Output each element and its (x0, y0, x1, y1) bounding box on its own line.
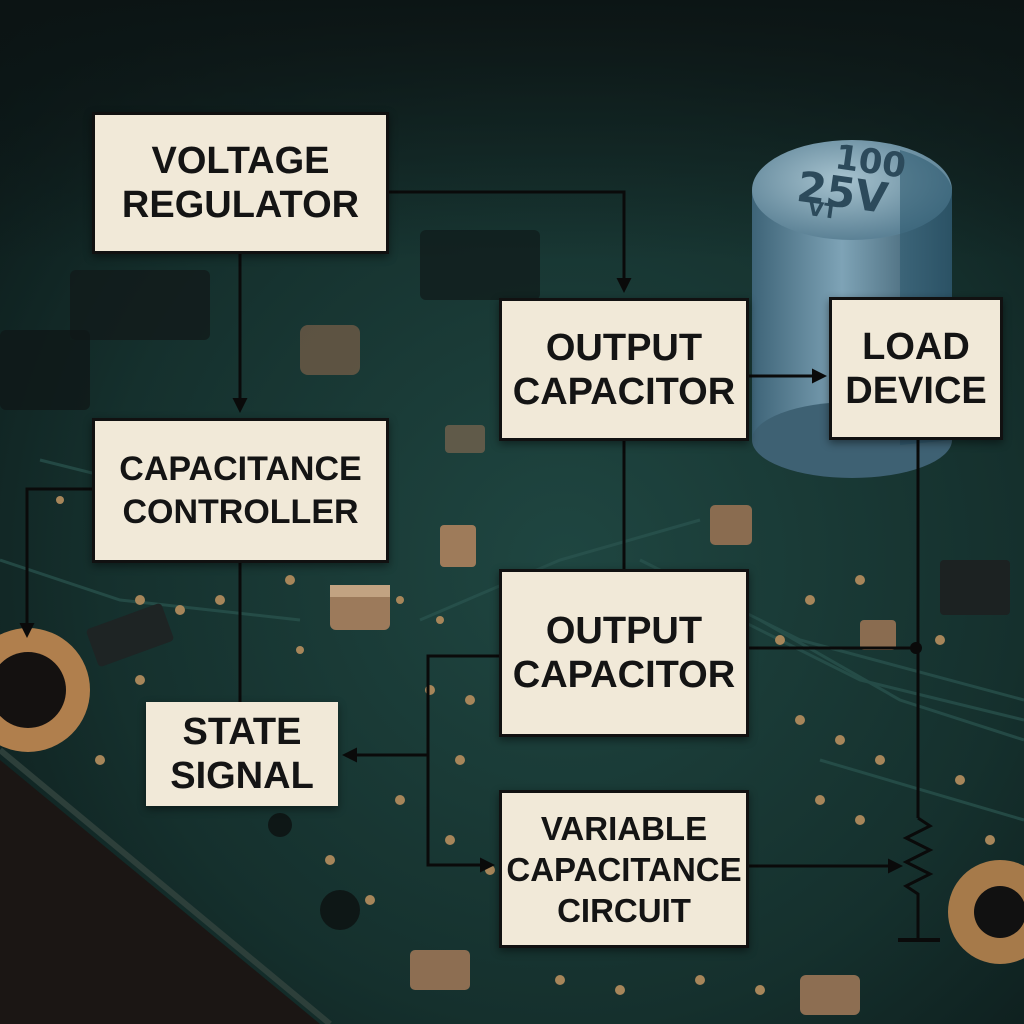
load-device-line1: LOAD (862, 325, 970, 368)
output-capacitor-top-line1: OUTPUT (545, 326, 703, 369)
output-capacitor-top-block: OUTPUT CAPACITOR (499, 298, 749, 441)
variable-capacitance-line2: CAPACITANCE (506, 850, 742, 888)
load-device-line2: DEVICE (845, 369, 987, 412)
variable-capacitance-circuit-block: VARIABLE CAPACITANCE CIRCUIT (499, 790, 749, 948)
variable-capacitance-line1: VARIABLE (540, 809, 708, 847)
capacitance-controller-line2: CONTROLLER (122, 492, 359, 531)
voltage-regulator-block: VOLTAGE REGULATOR (92, 112, 389, 254)
capacitance-controller-line1: CAPACITANCE (119, 449, 362, 488)
wire-controller-to-board (19, 487, 94, 638)
potentiometer-symbol (902, 816, 934, 940)
wire-output-capacitor-branch (426, 654, 500, 873)
junction-node (910, 642, 922, 654)
output-capacitor-bottom-block: OUTPUT CAPACITOR (499, 569, 749, 737)
state-signal-block: STATE SIGNAL (146, 702, 338, 806)
capacitance-controller-block: CAPACITANCE CONTROLLER (92, 418, 389, 563)
voltage-regulator-line1: VOLTAGE (151, 140, 330, 182)
output-capacitor-top-line2: CAPACITOR (512, 370, 736, 413)
wire-regulator-to-output-capacitor (388, 190, 632, 293)
output-capacitor-bottom-line2: CAPACITOR (512, 654, 736, 696)
voltage-regulator-line2: REGULATOR (121, 184, 360, 226)
output-capacitor-bottom-line1: OUTPUT (545, 610, 703, 652)
variable-capacitance-line3: CIRCUIT (557, 891, 691, 929)
state-signal-line2: SIGNAL (170, 755, 314, 797)
state-signal-line1: STATE (182, 711, 302, 753)
load-device-block: LOAD DEVICE (829, 297, 1003, 440)
